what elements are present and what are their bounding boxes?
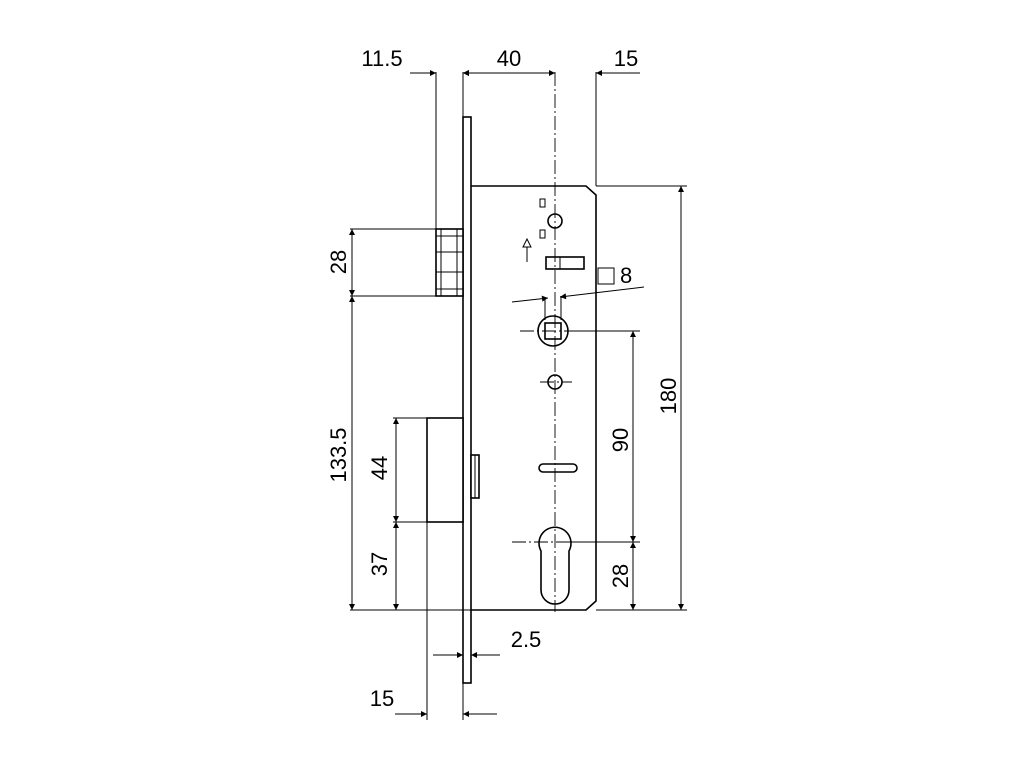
dim-latch-to-bottom: 133.5 xyxy=(326,427,351,482)
dim-case-height: 180 xyxy=(656,378,681,415)
up-arrow-icon xyxy=(522,237,532,262)
latch-bolt xyxy=(435,228,464,297)
dim-top-left: 11.5 xyxy=(361,46,402,71)
dim-top-center: 40 xyxy=(497,46,521,71)
dim-deadbolt-height: 44 xyxy=(367,456,392,480)
dim-cylinder-to-bottom: 28 xyxy=(608,564,633,588)
square-symbol-icon xyxy=(597,267,615,285)
dim-faceplate-thickness: 2.5 xyxy=(511,627,542,652)
elongated-slot xyxy=(538,463,578,473)
auxiliary-latch xyxy=(470,454,480,499)
dim-deadbolt-to-bottom: 37 xyxy=(367,552,392,576)
top-pin-hole xyxy=(547,213,563,229)
lock-case xyxy=(471,185,597,611)
faceplate xyxy=(462,116,472,684)
dim-top-right: 15 xyxy=(614,46,638,71)
extension-lines xyxy=(350,72,687,720)
dim-spindle-to-cylinder: 90 xyxy=(608,428,633,452)
deadbolt xyxy=(426,417,464,523)
dim-square-spindle: 8 xyxy=(620,263,632,288)
rectangular-slot xyxy=(545,256,585,270)
cylinder-hole xyxy=(538,526,572,605)
top-slot-mark xyxy=(539,198,546,208)
lower-slot-mark xyxy=(539,229,546,239)
dimension-lines xyxy=(349,70,684,717)
dim-bottom-offset: 15 xyxy=(370,686,394,711)
dim-latch-height: 28 xyxy=(326,250,351,274)
